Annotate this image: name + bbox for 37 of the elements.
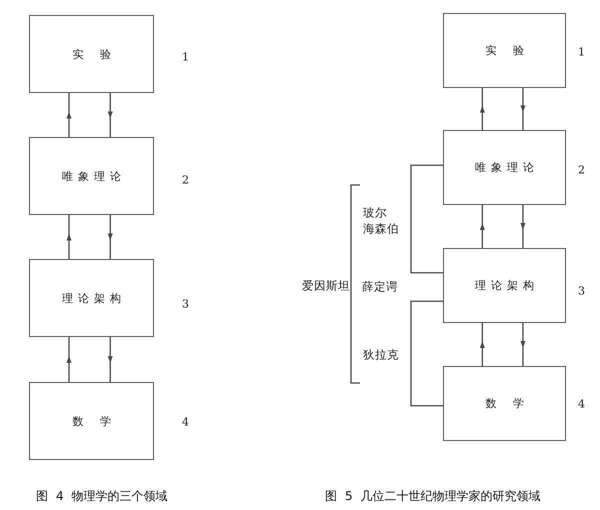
arrow — [108, 337, 113, 382]
process-box: 实验 — [443, 13, 566, 88]
physicist-name: 海森伯 — [363, 222, 399, 236]
figure-caption: 图 4 物理学的三个领域 — [36, 490, 168, 504]
arrow — [108, 215, 113, 259]
process-box: 理论架构 — [29, 259, 154, 337]
arrow — [520, 88, 526, 130]
process-box: 唯象理论 — [29, 137, 154, 215]
figure-caption: 图 5 几位二十世纪物理学家的研究领域 — [325, 490, 541, 504]
arrow — [66, 93, 72, 137]
arrow — [66, 215, 72, 259]
process-box: 唯象理论 — [443, 130, 566, 205]
process-box: 数学 — [443, 366, 566, 441]
connector-line — [410, 300, 443, 406]
physicist-name: 爱因斯坦 — [302, 279, 350, 293]
level-number: 4 — [578, 398, 585, 412]
physicist-name: 薛定谔 — [362, 280, 398, 294]
arrow — [480, 88, 485, 130]
level-number: 1 — [578, 46, 585, 60]
process-box: 数学 — [29, 382, 154, 460]
level-number: 2 — [182, 174, 189, 188]
connector-line — [410, 164, 443, 274]
arrow — [480, 323, 485, 366]
process-box: 实验 — [29, 15, 154, 93]
physicist-name: 狄拉克 — [363, 348, 399, 362]
level-number: 2 — [578, 164, 585, 178]
arrow — [108, 93, 113, 137]
process-box: 理论架构 — [443, 248, 566, 323]
level-number: 3 — [182, 298, 189, 312]
physicist-name: 玻尔 — [363, 206, 387, 220]
level-number: 1 — [182, 52, 189, 64]
arrow — [520, 323, 526, 366]
arrow — [520, 205, 526, 248]
level-number: 4 — [182, 416, 189, 430]
arrow — [66, 337, 72, 382]
level-number: 3 — [578, 286, 585, 298]
arrow — [480, 205, 485, 248]
